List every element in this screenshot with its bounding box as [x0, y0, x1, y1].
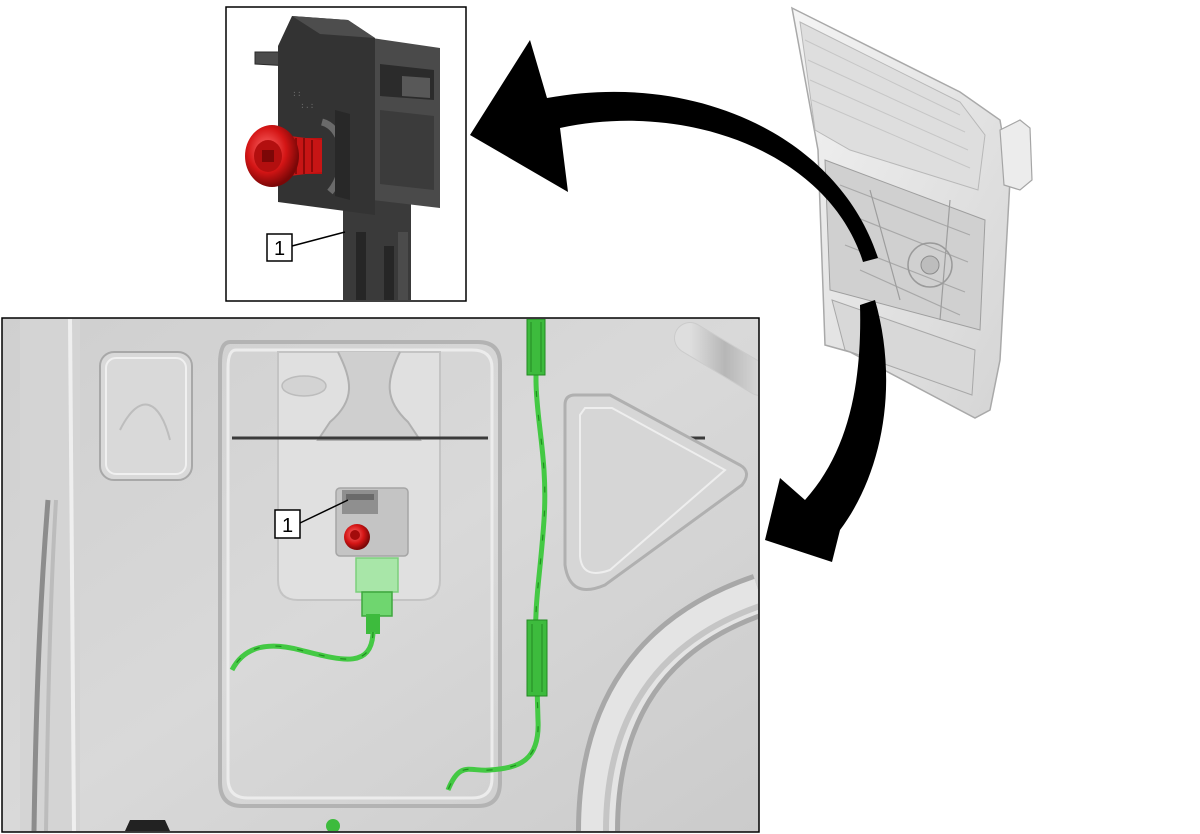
- arrow-to-main-view: [765, 300, 887, 562]
- main-detail-view: 1: [1, 317, 760, 833]
- callout-inset: 1: [266, 231, 346, 262]
- svg-text:::: ::: [292, 89, 302, 98]
- svg-text::.:: :.:: [300, 101, 314, 110]
- callout-inset-label: 1: [274, 238, 285, 260]
- callout-main-label: 1: [282, 515, 293, 537]
- detail-inset: :: :.: 1: [225, 6, 467, 302]
- arrow-to-inset: [470, 40, 878, 262]
- callout-main: 1: [274, 499, 349, 539]
- door-panel-illustration: [790, 6, 1033, 419]
